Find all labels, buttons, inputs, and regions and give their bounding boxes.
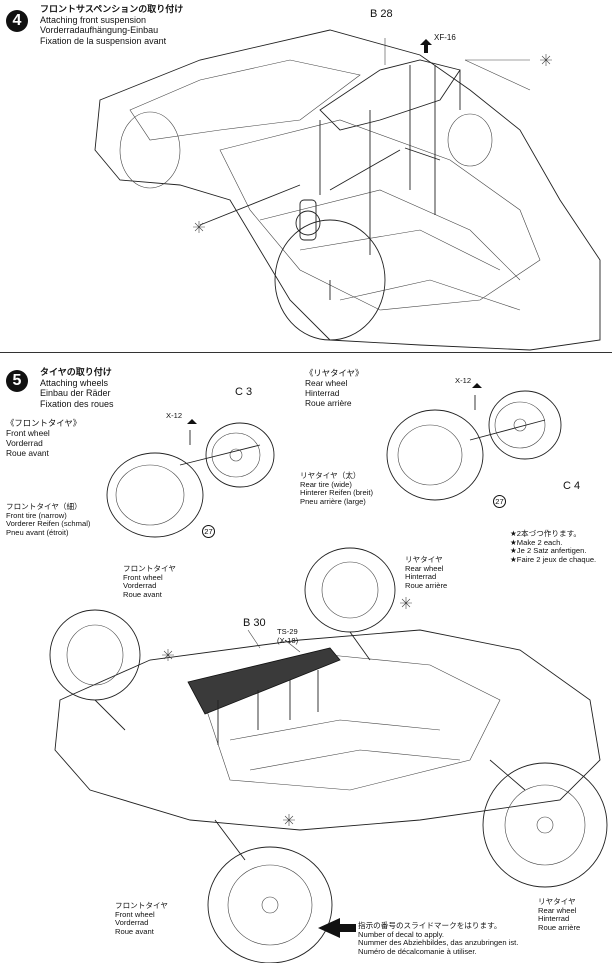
front-wheel-bottom-de: Vorderrad xyxy=(115,918,149,928)
front-tire-label: フロントタイヤ（細） Front tire (narrow) Vorderer … xyxy=(6,502,91,537)
make-two-ja: ★2本づつ作ります。 xyxy=(510,529,582,538)
step5-rear-wheel-exploded xyxy=(386,383,562,501)
front-tire-ja: フロントタイヤ（細） xyxy=(6,502,82,511)
front-wheel-bottom-fr: Roue avant xyxy=(115,926,154,936)
step4-title-fr: Fixation de la suspension avant xyxy=(40,35,167,46)
step5-title: タイヤの取り付け Attaching wheels Einbau der Räd… xyxy=(40,367,114,409)
rear-tire-en: Rear tire (wide) xyxy=(300,479,352,489)
front-wheel-label-bottom: フロントタイヤ Front wheel Vorderrad Roue avant xyxy=(115,901,168,936)
part-label-c4: C 4 xyxy=(563,480,581,492)
rear-wheel-bottom-fr: Roue arrière xyxy=(538,922,581,932)
front-tire-en: Front tire (narrow) xyxy=(6,510,67,520)
rear-wheel-top-de: Hinterrad xyxy=(405,572,437,582)
part-label-b28: B 28 xyxy=(370,8,393,20)
decal-marker-27-front: 27 xyxy=(202,525,215,538)
make-two-de: ★Je 2 Satz anfertigen. xyxy=(510,546,587,556)
front-wheel-bottom-ja: フロントタイヤ xyxy=(115,901,168,910)
front-wheel-top-en: Front wheel xyxy=(123,572,163,582)
make-two-en: ★Make 2 each. xyxy=(510,537,563,547)
part-label-c3: C 3 xyxy=(235,386,253,398)
rear-wheel-top-ja: リヤタイヤ xyxy=(405,555,443,564)
make-two-note: ★2本づつ作ります。 ★Make 2 each. ★Je 2 Satz anfe… xyxy=(510,529,597,564)
step5-title-en: Attaching wheels xyxy=(40,377,109,388)
front-wheel-header-fr: Roue avant xyxy=(6,448,49,458)
step5-title-fr: Fixation des roues xyxy=(40,398,114,409)
screw-icon xyxy=(420,39,432,53)
screw-label-x12-front: X-12 xyxy=(166,411,183,420)
front-wheel-top-ja: フロントタイヤ xyxy=(123,564,176,573)
decal-note-fr: Numéro de décalcomanie à utiliser. xyxy=(358,946,477,956)
rear-wheel-top-fr: Roue arrière xyxy=(405,580,448,590)
rear-wheel-bottom-de: Hinterrad xyxy=(538,914,570,924)
rear-tire-label: リヤタイヤ（太） Rear tire (wide) Hinterer Reife… xyxy=(300,471,374,506)
step4-title-de: Vorderradaufhängung-Einbau xyxy=(40,25,159,35)
decal-note-ja: 指示の番号のスライドマークをはります。 xyxy=(358,921,502,930)
rear-wheel-header: 《リヤタイヤ》 Rear wheel Hinterrad Roue arrièr… xyxy=(305,368,363,408)
rear-wheel-label-bottom: リヤタイヤ Rear wheel Hinterrad Roue arrière xyxy=(538,897,581,932)
decal-note-en: Number of decal to apply. xyxy=(358,929,444,939)
decal-marker-27-rear: 27 xyxy=(493,495,506,508)
step4-title-ja: フロントサスペンションの取り付け xyxy=(40,4,184,14)
step5-front-wheel-exploded xyxy=(106,419,275,538)
front-wheel-top-de: Vorderrad xyxy=(123,581,157,591)
front-wheel-label-top: フロントタイヤ Front wheel Vorderrad Roue avant xyxy=(123,564,176,599)
rear-wheel-top-en: Rear wheel xyxy=(405,563,444,573)
front-wheel-header: 《フロントタイヤ》 Front wheel Vorderrad Roue ava… xyxy=(6,418,81,458)
rear-wheel-bottom-en: Rear wheel xyxy=(538,905,577,915)
screw-label-xf16: XF-16 xyxy=(434,33,456,42)
part-label-b30: B 30 xyxy=(243,617,266,629)
rear-wheel-header-ja: 《リヤタイヤ》 xyxy=(305,368,364,378)
decal-note-de: Nummer des Abziehbildes, das anzubringen… xyxy=(358,938,519,948)
screw-label-x12-rear: X-12 xyxy=(455,376,472,385)
screw-x18: (X-18) xyxy=(277,635,299,645)
front-tire-de: Vorderer Reifen (schmal) xyxy=(6,519,91,529)
front-tire-fr: Pneu avant (étroit) xyxy=(6,527,69,537)
step-divider xyxy=(0,352,612,353)
rear-tire-ja: リヤタイヤ（太） xyxy=(300,471,361,480)
decal-note: 指示の番号のスライドマークをはります。 Number of decal to a… xyxy=(358,921,519,956)
rear-wheel-header-en: Rear wheel xyxy=(305,378,348,388)
step5-chassis-drawing xyxy=(49,54,608,963)
rear-wheel-label-top: リヤタイヤ Rear wheel Hinterrad Roue arrière xyxy=(405,555,448,590)
front-wheel-header-de: Vorderrad xyxy=(6,438,43,448)
front-wheel-bottom-en: Front wheel xyxy=(115,909,155,919)
rear-wheel-bottom-ja: リヤタイヤ xyxy=(538,897,576,906)
screw-label-ts29: TS-29 (X-18) xyxy=(277,627,299,645)
step-number-badge: 4 xyxy=(6,10,28,32)
step-number-badge: 5 xyxy=(6,370,28,392)
front-wheel-header-en: Front wheel xyxy=(6,428,50,438)
front-wheel-header-ja: 《フロントタイヤ》 xyxy=(6,418,82,428)
step5-title-ja: タイヤの取り付け xyxy=(40,367,112,377)
rear-wheel-header-fr: Roue arrière xyxy=(305,398,352,408)
rear-tire-fr: Pneu arrière (large) xyxy=(300,496,366,506)
step4-title-en: Attaching front suspension xyxy=(40,14,147,25)
rear-tire-de: Hinterer Reifen (breit) xyxy=(300,488,374,498)
step4-chassis-drawing xyxy=(94,29,601,351)
front-wheel-top-fr: Roue avant xyxy=(123,589,162,599)
screw-ts29: TS-29 xyxy=(277,627,298,636)
step5-title-de: Einbau der Räder xyxy=(40,388,111,398)
rear-wheel-header-de: Hinterrad xyxy=(305,388,340,398)
make-two-fr: ★Faire 2 jeux de chaque. xyxy=(510,554,597,564)
step4-title: フロントサスペンションの取り付け Attaching front suspens… xyxy=(40,4,183,46)
